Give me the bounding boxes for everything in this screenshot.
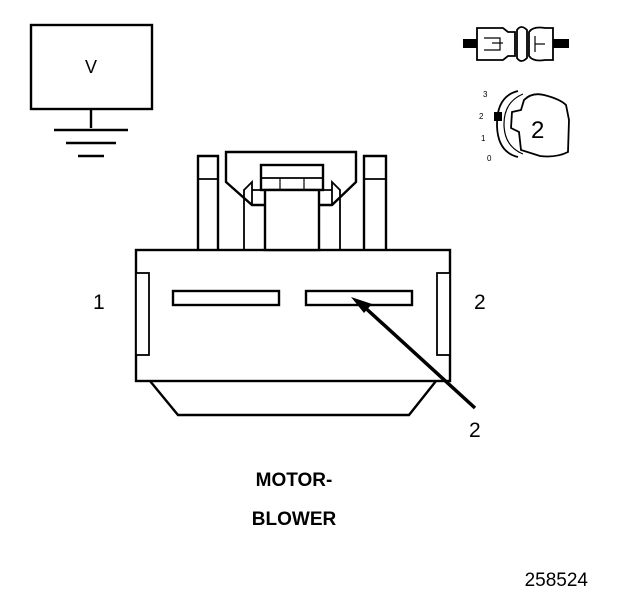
connector-body (134, 248, 452, 383)
component-name-line1: MOTOR- (256, 470, 333, 491)
position-number: 2 (531, 117, 544, 144)
knob-key-icon (510, 93, 570, 158)
scale-label-1: 1 (481, 134, 486, 143)
wire-stub-right (553, 39, 569, 48)
wire-stub-left (463, 39, 477, 48)
knob-arc (496, 90, 519, 158)
terminal-label-1: 1 (93, 291, 105, 314)
terminal-label-2: 2 (474, 291, 486, 314)
scale-label-0: 0 (487, 154, 492, 163)
connector-half-left (476, 27, 516, 61)
voltmeter-label: V (85, 57, 97, 77)
side-tab-left (135, 272, 150, 356)
scale-label-3: 3 (483, 90, 488, 99)
ground-icon (54, 128, 128, 158)
arrow-head-icon (351, 297, 372, 313)
side-tab-right (436, 272, 451, 356)
connector-face (134, 150, 452, 417)
component-name-line2: BLOWER (252, 509, 337, 530)
callout-number: 2 (469, 419, 481, 442)
connector-mating-icon (463, 26, 569, 62)
callout-arrow (351, 297, 477, 410)
connector-latch (196, 150, 388, 252)
connector-skirt (149, 380, 437, 417)
switch-position-view: 3 2 1 0 2 (479, 90, 570, 163)
position-marker (494, 112, 502, 121)
voltmeter-symbol: V (29, 23, 154, 158)
scale-label-2: 2 (479, 112, 484, 121)
terminal-slot-1 (171, 289, 281, 307)
connector-seal (516, 26, 528, 62)
figure-number: 258524 (525, 570, 589, 591)
